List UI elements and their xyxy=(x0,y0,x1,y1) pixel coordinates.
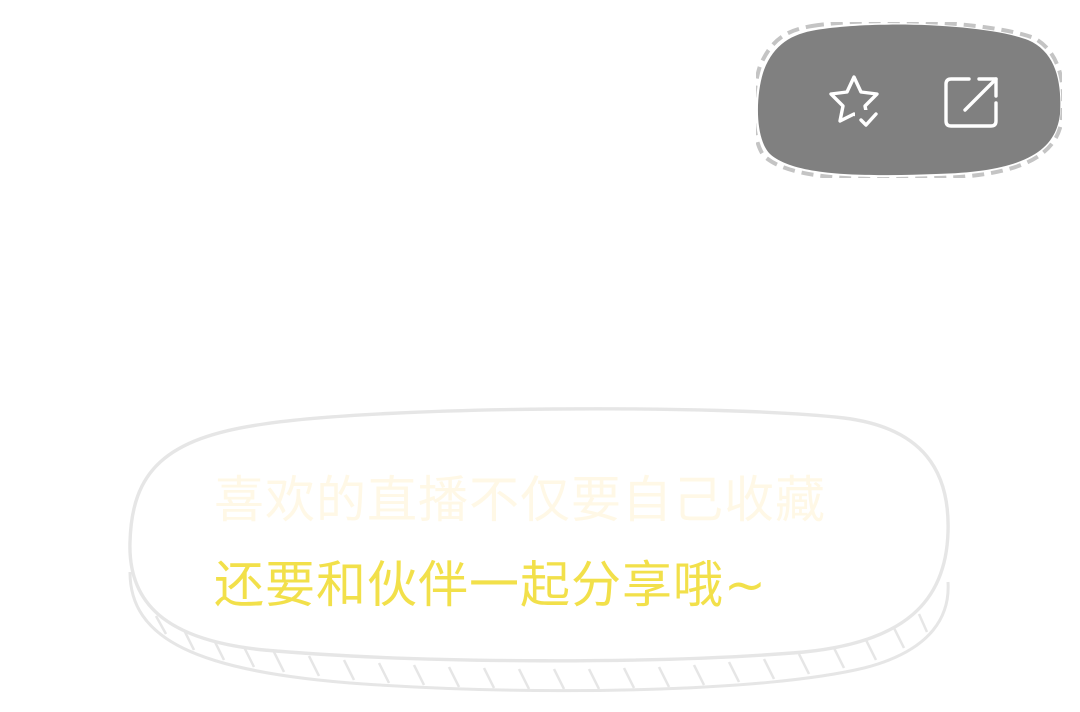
share-external-icon xyxy=(944,77,998,128)
action-toolbar xyxy=(756,22,1062,178)
tooltip-bubble xyxy=(128,407,950,693)
tooltip-line-1: 喜欢的直播不仅要自己收藏 xyxy=(214,471,826,529)
tooltip-line-2: 还要和伙伴一起分享哦~ xyxy=(214,556,767,614)
collect-button[interactable] xyxy=(822,70,886,134)
toolbar-background xyxy=(756,22,1062,178)
guide-tooltip: 喜欢的直播不仅要自己收藏 还要和伙伴一起分享哦~ xyxy=(124,402,954,698)
star-check-icon xyxy=(829,75,881,130)
share-button[interactable] xyxy=(939,70,1003,134)
